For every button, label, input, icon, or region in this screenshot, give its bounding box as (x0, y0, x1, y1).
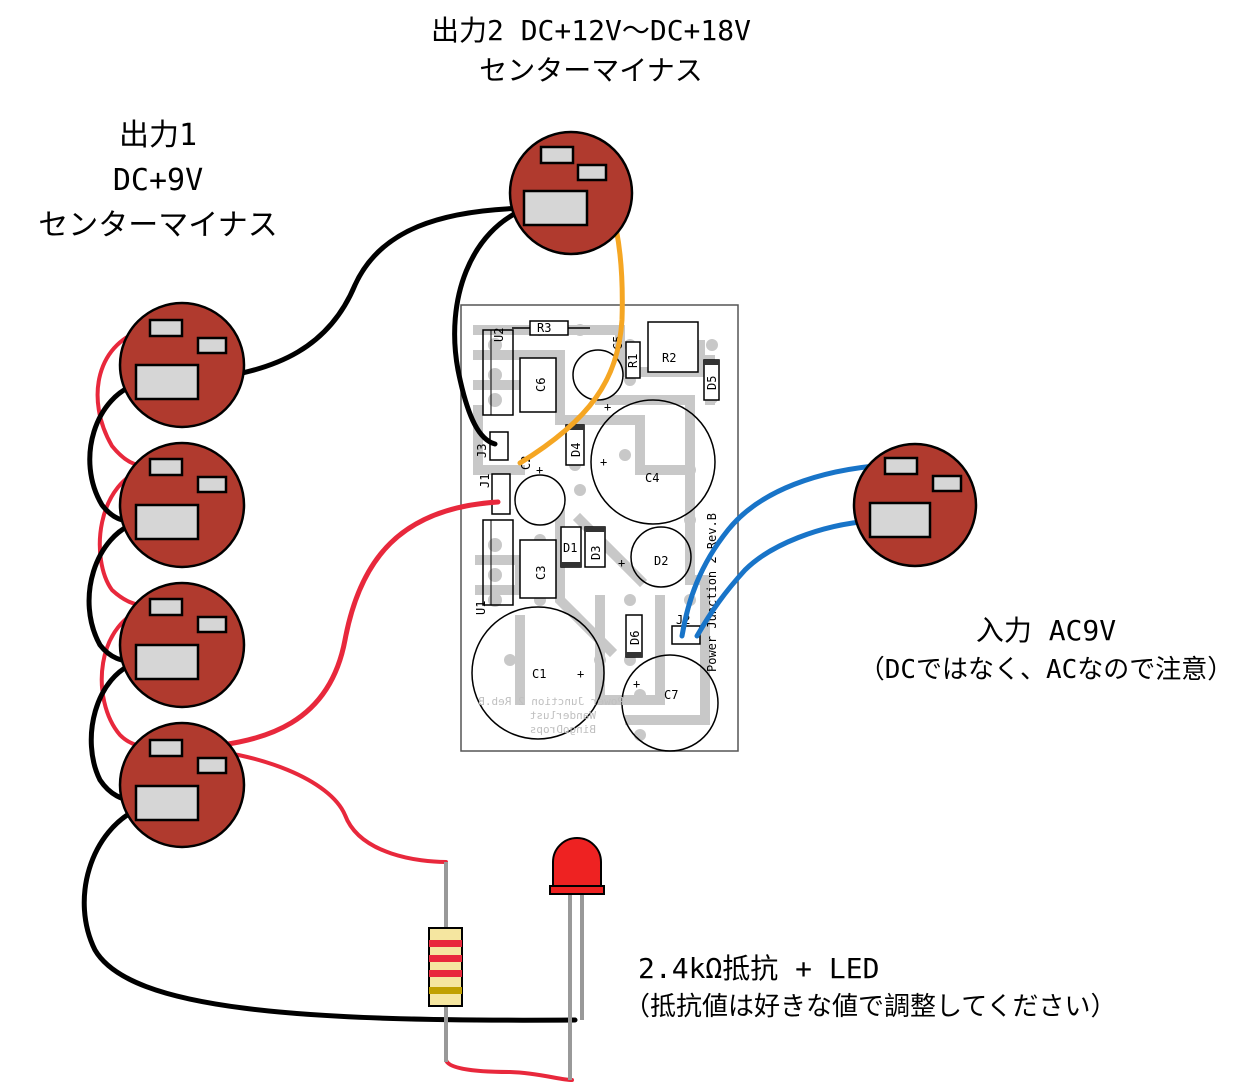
svg-text:+: + (536, 463, 543, 477)
pcb-d1: D1 (560, 526, 582, 568)
wire-red-jack4-to-resistor (183, 746, 448, 864)
led (549, 837, 605, 1080)
pcb-label-d1: D1 (563, 541, 577, 555)
pcb-d6: D6 (625, 614, 643, 658)
pcb-c2: C2 + (514, 456, 566, 526)
pcb-r3: R3 (512, 320, 590, 336)
pcb-mirror-text: Power Junction 2 Reb.B Wanderlust BingoD… (478, 695, 624, 736)
pcb-label-r3: R3 (537, 321, 551, 335)
svg-text:+: + (604, 400, 611, 414)
pcb-label-u1: U1 (474, 601, 488, 615)
out2-label-line1: 出力2 DC+12V〜DC+18V (431, 14, 751, 47)
jack-out1-b (118, 441, 246, 569)
pcb-label-c6: C6 (534, 378, 548, 392)
pcb-label-d2: D2 (654, 554, 668, 568)
jack-out1-c (118, 581, 246, 709)
pcb-label-d5: D5 (705, 376, 719, 390)
svg-text:+: + (618, 556, 625, 570)
svg-text:+: + (633, 677, 640, 691)
input-label-line1: 入力 AC9V (976, 614, 1116, 647)
pcb-c6: C6 (519, 357, 557, 413)
out1-label-line1: 出力1 (119, 118, 197, 153)
pcb-d2: D2 + (618, 526, 692, 588)
wire-red-chain-2 (97, 465, 152, 609)
svg-text:+: + (577, 667, 584, 681)
pcb-c1: C1 + (471, 606, 605, 740)
pcb-u2: U2 (482, 328, 514, 416)
pcb-r1: R1 (625, 341, 641, 379)
svg-text:+: + (600, 455, 607, 469)
pcb-label-c4: C4 (645, 471, 659, 485)
wire-black-jack4-to-led (81, 805, 578, 1023)
wire-red-resistor-to-led (444, 1058, 574, 1082)
pcb-label-u2: U2 (492, 328, 506, 342)
wire-blue-input-tip (679, 462, 888, 639)
pcb-label-j1: J1 (478, 474, 492, 488)
pcb-u1: U1 (474, 519, 514, 615)
pcb-label-c3: C3 (534, 566, 548, 580)
jack-out1-a (118, 301, 246, 429)
led-label-line1: 2.4kΩ抵抗 + LED (638, 952, 879, 985)
wire-black-out2-to-jack1 (195, 205, 530, 383)
pcb-r2: R2 (647, 321, 699, 373)
pcb-board-label: Power Junction 2 Rev.B (705, 513, 719, 672)
pcb-c4: C4 + (590, 399, 716, 525)
pcb-d3: D3 (584, 526, 606, 568)
pcb-d4: D4 (565, 424, 585, 466)
wire-black-out2-to-j3 (452, 205, 530, 447)
pcb-c7: C7 + (621, 654, 719, 752)
pcb-label-d3: D3 (589, 546, 603, 560)
pcb-label-d6: D6 (628, 631, 642, 645)
out1-label-line2: DC+9V (113, 163, 203, 198)
pcb-label-c7: C7 (664, 688, 678, 702)
jack-input (852, 442, 978, 568)
jack-out1-d (118, 721, 246, 849)
pcb-label-d4: D4 (569, 443, 583, 457)
pcb-label-r2: R2 (662, 351, 676, 365)
jack-out2 (508, 130, 634, 256)
pcb-board: U2 R3 C5 + R1 R2 D5 (460, 304, 739, 752)
pcb-d5: D5 (703, 359, 720, 401)
wire-red-chain-1 (95, 326, 152, 469)
pcb-label-r1: R1 (626, 354, 640, 368)
pcb-label-j3: J3 (475, 444, 489, 458)
pcb-mirror-line1: Power Junction 2 Reb.B (478, 695, 624, 708)
pcb-j3: J3 (475, 431, 509, 461)
pcb-mirror-line3: BingoDrops (530, 723, 596, 736)
resistor-2k4 (428, 862, 463, 1062)
out2-label-line2: センターマイナス (479, 54, 702, 87)
input-label-line2: （DCではなく、ACなので注意） (859, 655, 1234, 685)
pcb-mirror-line2: Wanderlust (530, 709, 596, 722)
pcb-label-c1: C1 (532, 667, 546, 681)
wire-red-jack4-to-j1 (182, 499, 501, 751)
led-label-line2: （抵抗値は好きな値で調整してください） (624, 992, 1116, 1022)
wire-blue-input-sleeve (694, 518, 873, 639)
out1-label-line3: センターマイナス (38, 208, 277, 243)
pcb-c3: C3 (519, 539, 557, 599)
